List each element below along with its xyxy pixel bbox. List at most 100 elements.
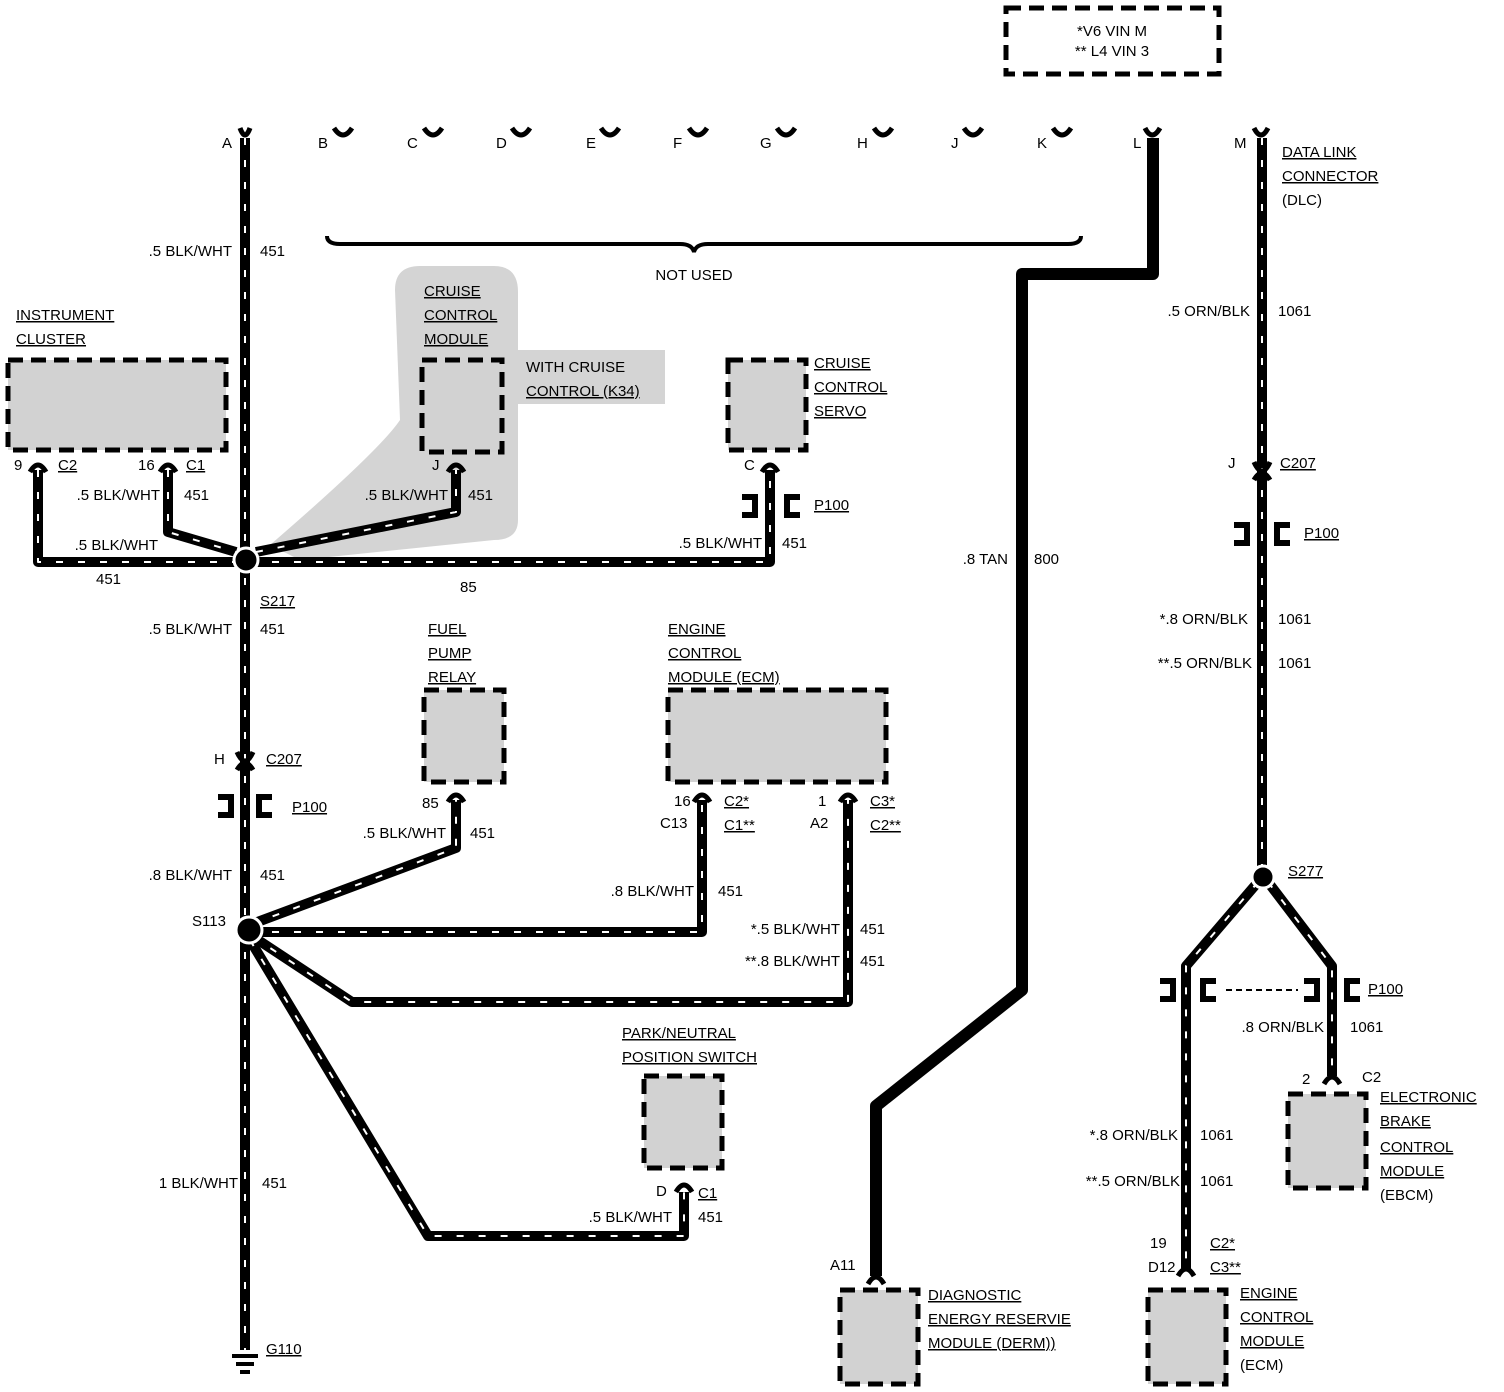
not-used-brace: NOT USED <box>325 235 1083 284</box>
not-used-label: NOT USED <box>655 267 732 284</box>
ground-circuit-wires <box>33 138 853 1350</box>
ecm-bottom-line4: (ECM) <box>1240 1357 1283 1374</box>
pin-16b: 16 <box>674 793 691 810</box>
ecm-bottom: ENGINE CONTROL MODULE (ECM) <box>1145 1285 1313 1387</box>
ground-symbol <box>232 1354 258 1374</box>
wire-ecm-c13-label: .8 BLK/WHT <box>611 883 694 900</box>
pin-h: H <box>214 751 225 768</box>
wire-ecm-l4-circuit: 1061 <box>1200 1173 1233 1190</box>
wire-relay-circuit: 451 <box>470 825 495 842</box>
cavity-e: E <box>586 135 596 152</box>
ecm-c2s-bottom-label: C2* <box>1210 1235 1235 1252</box>
cruise-option-line2: CONTROL (K34) <box>526 383 640 400</box>
relay-line2: PUMP <box>428 645 471 662</box>
cavity-f: F <box>673 135 682 152</box>
ecm-c2ss-label: C2** <box>870 817 901 834</box>
connector-terminals <box>27 460 1343 1286</box>
ecm-bottom-line2: CONTROL <box>1240 1309 1313 1326</box>
wire-cruise-mod-label: .5 BLK/WHT <box>365 487 448 504</box>
ebcm-line5: (EBCM) <box>1380 1187 1433 1204</box>
wire-ic-c2-label: .5 BLK/WHT <box>75 537 158 554</box>
pin-a11: A11 <box>830 1257 856 1274</box>
wire-ground-label: 1 BLK/WHT <box>159 1175 238 1192</box>
cruise-control-module: CRUISE CONTROL MODULE WITH CRUISE CONTRO… <box>419 283 640 455</box>
wire-ic-c1-label: .5 BLK/WHT <box>77 487 160 504</box>
cavity-a: A <box>222 135 232 152</box>
ecm-top-line2: CONTROL <box>668 645 741 662</box>
cruise-module-line3: MODULE <box>424 331 488 348</box>
fuel-pump-relay: FUEL PUMP RELAY <box>421 621 507 785</box>
relay-line3: RELAY <box>428 669 476 686</box>
wire-ground-circuit: 451 <box>262 1175 287 1192</box>
splice-s113 <box>234 915 264 945</box>
p100-left-label: P100 <box>292 799 327 816</box>
dlc-label-line3: (DLC) <box>1282 192 1322 209</box>
instrument-cluster-line2: CLUSTER <box>16 331 86 348</box>
note-v6: *V6 VIN M <box>1077 23 1147 40</box>
wire-ecm-a2-l4-label: **.8 BLK/WHT <box>745 953 840 970</box>
wire-servo-circuit: 451 <box>782 535 807 552</box>
wire-tan-label: .8 TAN <box>963 551 1008 568</box>
wire-ecm-c13-circuit: 451 <box>718 883 743 900</box>
wire-s113-up-circuit: 451 <box>260 867 285 884</box>
note-l4: ** L4 VIN 3 <box>1075 43 1149 60</box>
splice-s277 <box>1250 864 1276 890</box>
ecm-bottom-line3: MODULE <box>1240 1333 1304 1350</box>
cavity-h: H <box>857 135 868 152</box>
cavity-g: G <box>760 135 772 152</box>
cruise-module-line2: CONTROL <box>424 307 497 324</box>
cavity-c: C <box>407 135 418 152</box>
wire-ecm-a2-v6-circuit: 451 <box>860 921 885 938</box>
s217-label: S217 <box>260 593 295 610</box>
pin-d: D <box>656 1183 667 1200</box>
instrument-cluster: INSTRUMENT CLUSTER <box>5 307 229 453</box>
p100-marks <box>218 494 1360 1002</box>
park-neutral-switch: PARK/NEUTRAL POSITION SWITCH <box>622 1025 757 1171</box>
dlc-label-line1: DATA LINK <box>1282 144 1356 161</box>
pin-1: 1 <box>818 793 826 810</box>
c207-right-label: C207 <box>1280 455 1316 472</box>
wire-ecm-a2-v6-label: *.5 BLK/WHT <box>751 921 840 938</box>
derm-line1: DIAGNOSTIC <box>928 1287 1022 1304</box>
wire-labels: .5 BLK/WHT 451 .5 BLK/WHT 451 .5 BLK/WHT… <box>75 243 1384 1226</box>
wire-ebcm-circuit: 1061 <box>1350 1019 1383 1036</box>
s277-label: S277 <box>1288 863 1323 880</box>
cruise-control-servo: CRUISE CONTROL SERVO <box>725 355 887 453</box>
wire-m-l4-label: **.5 ORN/BLK <box>1158 655 1252 672</box>
p100-right-label: P100 <box>1304 525 1339 542</box>
ecm-bottom-line1: ENGINE <box>1240 1285 1298 1302</box>
wire-pnp-circuit: 451 <box>698 1209 723 1226</box>
wire-s217-circuit: 451 <box>260 621 285 638</box>
pin-2: 2 <box>1302 1071 1310 1088</box>
wire-s113-up-label: .8 BLK/WHT <box>149 867 232 884</box>
wire-cruise-mod-circuit: 451 <box>468 487 493 504</box>
ebcm-c2-label: C2 <box>1362 1069 1381 1086</box>
ecm-top: ENGINE CONTROL MODULE (ECM) <box>665 621 889 785</box>
g110-label: G110 <box>266 1341 302 1358</box>
cruise-option-line1: WITH CRUISE <box>526 359 625 376</box>
derm-line3: MODULE (DERM)) <box>928 1335 1056 1352</box>
wire-ecm-v6-circuit: 1061 <box>1200 1127 1233 1144</box>
ebcm-line3: CONTROL <box>1380 1139 1453 1156</box>
ecm-top-line1: ENGINE <box>668 621 726 638</box>
ebcm-line2: BRAKE <box>1380 1113 1431 1130</box>
wire-ic-c2-circuit: 451 <box>96 571 121 588</box>
instrument-cluster-line1: INSTRUMENT <box>16 307 114 324</box>
pin-c: C <box>744 457 755 474</box>
dlc-label: DATA LINK CONNECTOR (DLC) <box>1282 144 1379 209</box>
cavity-l: L <box>1133 135 1141 152</box>
splice-s217 <box>232 546 260 574</box>
wire-m-v6-circuit: 1061 <box>1278 611 1311 628</box>
wire-ecm-v6-label: *.8 ORN/BLK <box>1090 1127 1178 1144</box>
ecm-top-line3: MODULE (ECM) <box>668 669 780 686</box>
ecm-c3ss-bottom-label: C3** <box>1210 1259 1241 1276</box>
wire-relay-label: .5 BLK/WHT <box>363 825 446 842</box>
cavity-j: J <box>951 135 959 152</box>
ebcm-line4: MODULE <box>1380 1163 1444 1180</box>
cavity-d: D <box>496 135 507 152</box>
servo-line3: SERVO <box>814 403 866 420</box>
ebcm-line1: ELECTRONIC <box>1380 1089 1477 1106</box>
serial-data-wires <box>1181 138 1337 1270</box>
cavity-b: B <box>318 135 328 152</box>
